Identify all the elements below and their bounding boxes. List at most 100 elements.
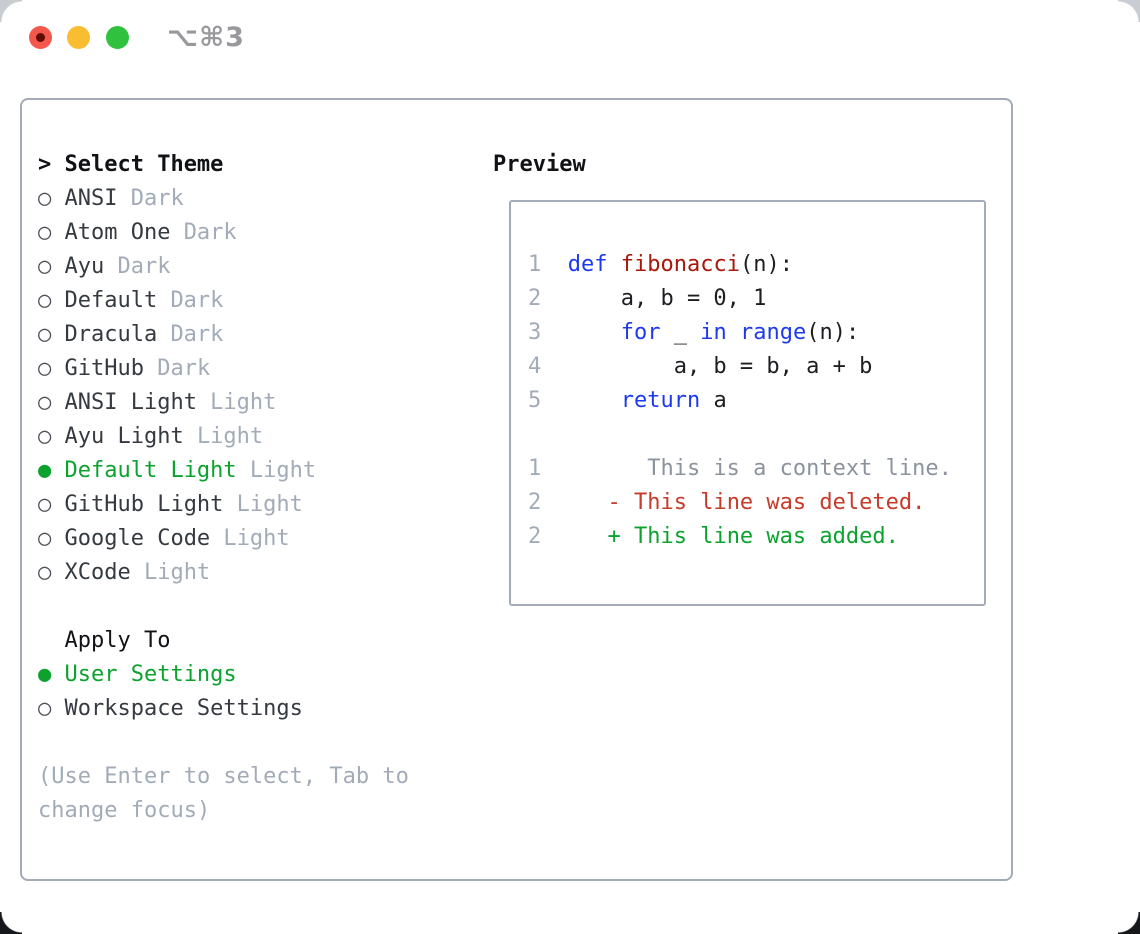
theme-name: Dracula — [64, 322, 158, 347]
apply-to-header: Apply To — [64, 628, 171, 653]
diff-added-line: 2 + This line was added. — [528, 520, 984, 554]
theme-name: Default — [64, 288, 158, 313]
theme-variant-tag: Light — [223, 526, 290, 551]
radio-unselected-icon: ○ — [38, 526, 52, 551]
preview-title: Preview — [493, 152, 586, 177]
line-number: 5 — [528, 388, 542, 413]
radio-unselected-icon: ○ — [38, 390, 52, 415]
code-segment: a — [700, 388, 727, 413]
line-number: 2 — [528, 524, 542, 549]
theme-name: ANSI Light — [64, 390, 197, 415]
code-segment: This is a context line. — [541, 456, 952, 481]
code-segment: a, b = b, a + b — [541, 354, 873, 379]
code-segment: return — [620, 388, 701, 413]
theme-variant-tag: Dark — [117, 254, 171, 279]
window-corner — [1118, 0, 1140, 22]
theme-option-ayu-dark[interactable]: ○ Ayu Dark — [38, 250, 409, 284]
theme-variant-tag: Dark — [183, 220, 237, 245]
theme-variant-tag: Light — [143, 560, 211, 585]
theme-variant-tag: Light — [196, 424, 264, 449]
diff-deleted-line: 2 - This line was deleted. — [528, 486, 984, 520]
code-segment: + This line was added. — [607, 524, 899, 549]
radio-unselected-icon: ○ — [38, 322, 52, 347]
theme-name: GitHub Light — [64, 492, 224, 517]
theme-name: Ayu — [64, 254, 105, 279]
select-theme-title: Select Theme — [64, 152, 224, 177]
radio-selected-icon: ● — [38, 662, 52, 687]
line-number: 3 — [528, 320, 542, 345]
window-corner — [0, 0, 22, 22]
apply-to-list: ● User Settings ○ Workspace Settings — [38, 658, 409, 726]
theme-option-ansi-light-light[interactable]: ○ ANSI Light Light — [38, 386, 409, 420]
radio-unselected-icon: ○ — [38, 424, 52, 449]
radio-unselected-icon: ○ — [38, 186, 52, 211]
theme-variant-tag: Dark — [170, 288, 224, 313]
code-segment — [541, 320, 620, 345]
theme-variant-tag: Light — [210, 390, 277, 415]
theme-option-default-dark[interactable]: ○ Default Dark — [38, 284, 409, 318]
window-corner — [1118, 912, 1140, 934]
radio-unselected-icon: ○ — [38, 220, 52, 245]
theme-name: ANSI — [64, 186, 118, 211]
radio-unselected-icon: ○ — [38, 288, 52, 313]
radio-unselected-icon: ○ — [38, 254, 52, 279]
theme-option-ansi-dark[interactable]: ○ ANSI Dark — [38, 182, 409, 216]
code-segment: range — [739, 320, 807, 345]
spacer — [38, 726, 409, 760]
cursor-icon: > — [38, 152, 52, 177]
window-corner — [0, 912, 22, 934]
theme-variant-tag: Dark — [130, 186, 184, 211]
theme-name: GitHub — [64, 356, 144, 381]
code-segment: - This line was deleted. — [607, 490, 926, 515]
hint-line: change focus) — [38, 798, 211, 823]
maximize-button[interactable] — [105, 25, 129, 49]
radio-selected-icon: ● — [38, 458, 52, 483]
theme-name: XCode — [64, 560, 131, 585]
code-segment — [541, 252, 568, 277]
theme-name: Default Light — [64, 458, 237, 483]
radio-unselected-icon: ○ — [38, 696, 52, 721]
code-segment — [541, 388, 620, 413]
radio-unselected-icon: ○ — [38, 492, 52, 517]
code-line-2: 2 a, b = 0, 1 — [528, 282, 984, 316]
code-segment: fibonacci — [620, 252, 740, 277]
close-button[interactable] — [28, 25, 52, 49]
code-segment: in — [700, 320, 727, 345]
line-number: 2 — [528, 490, 542, 515]
apply-option-user-settings[interactable]: ● User Settings — [38, 658, 409, 692]
spacer — [38, 590, 409, 624]
code-line-3: 3 for _ in range(n): — [528, 316, 984, 350]
apply-option-workspace-settings[interactable]: ○ Workspace Settings — [38, 692, 409, 726]
code-segment: def — [567, 252, 608, 277]
line-number: 1 — [528, 456, 542, 481]
code-line-5: 5 return a — [528, 384, 984, 418]
line-number: 2 — [528, 286, 542, 311]
apply-option-label: User Settings — [64, 662, 237, 687]
window-shortcut-label: ⌥⌘3 — [167, 22, 245, 53]
apply-option-label: Workspace Settings — [64, 696, 303, 721]
code-segment — [608, 252, 621, 277]
code-segment: _ — [660, 320, 701, 345]
diff-context-line: 1 This is a context line. — [528, 452, 984, 486]
code-line-4: 4 a, b = b, a + b — [528, 350, 984, 384]
code-segment: for — [620, 320, 661, 345]
code-segment — [541, 490, 607, 515]
theme-option-ayu-light-light[interactable]: ○ Ayu Light Light — [38, 420, 409, 454]
radio-unselected-icon: ○ — [38, 356, 52, 381]
code-segment: a, b = 0, 1 — [541, 286, 767, 311]
minimize-button[interactable] — [67, 25, 90, 49]
theme-name: Ayu Light — [64, 424, 184, 449]
